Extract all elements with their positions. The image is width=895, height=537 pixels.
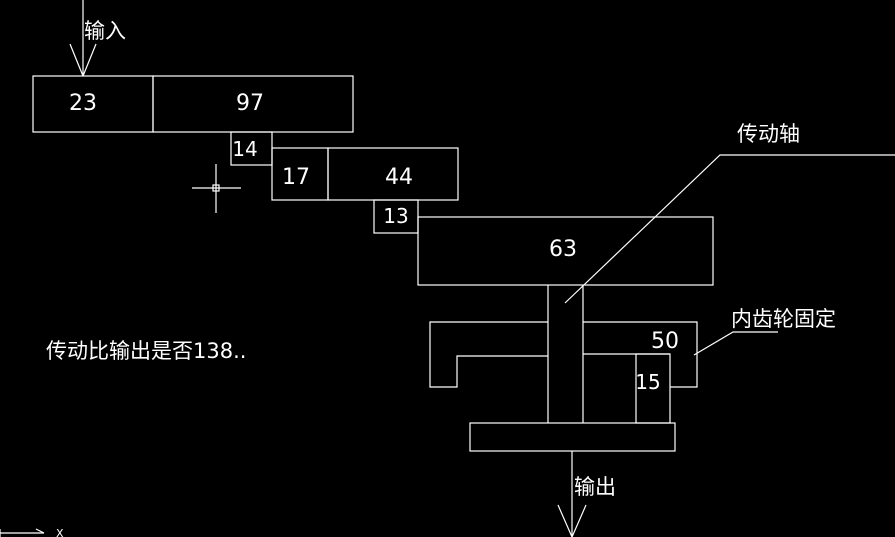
ring-fixed-label: 内齿轮固定	[731, 307, 836, 331]
gear-44-label: 44	[385, 165, 413, 190]
gear-50-label: 50	[651, 329, 679, 354]
crosshair-cursor-icon	[192, 164, 241, 213]
gear-23-label: 23	[69, 91, 97, 116]
axis-x-label: X	[56, 527, 64, 537]
ring-housing-left	[429, 321, 548, 388]
input-arrow	[69, 0, 97, 77]
ring-fixed-leader	[693, 331, 778, 356]
gear-97-label: 97	[236, 91, 264, 116]
question-text: 传动比输出是否138..	[46, 339, 246, 363]
gear-63-label: 63	[549, 237, 577, 262]
ucs-axis-icon	[0, 528, 45, 537]
gear-14-label: 14	[232, 137, 257, 161]
gear-15-label: 15	[635, 370, 660, 394]
gear-17-label: 17	[282, 165, 310, 190]
gear-15-box	[635, 353, 671, 424]
output-label: 输出	[574, 475, 616, 499]
shaft-label: 传动轴	[737, 122, 800, 146]
output-shaft	[469, 285, 676, 452]
gear-63-box	[417, 216, 714, 286]
output-arrow	[557, 451, 587, 537]
input-label: 输入	[84, 19, 126, 43]
shaft-leader	[564, 154, 895, 304]
gear-13-label: 13	[383, 204, 408, 228]
